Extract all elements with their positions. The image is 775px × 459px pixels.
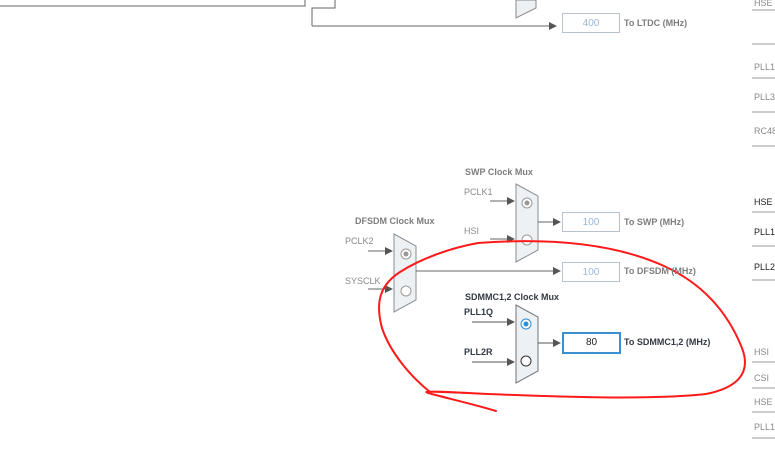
right-source-label: HSE bbox=[754, 197, 773, 207]
sdmmc-wiring bbox=[472, 318, 561, 366]
swp-input-hsi: HSI bbox=[464, 226, 480, 236]
sdmmc-input-pll2r: PLL2R bbox=[464, 347, 493, 357]
right-source-label: PLL1 bbox=[754, 422, 775, 432]
dfsdm-target-label: To DFSDM (MHz) bbox=[624, 266, 696, 276]
right-source-label: HSI bbox=[754, 347, 770, 357]
swp-input-pclk1: PCLK1 bbox=[464, 187, 493, 197]
right-source-label: PLL1 bbox=[754, 227, 775, 237]
top-mux-partial bbox=[515, 0, 537, 19]
right-source-label: HSE bbox=[754, 397, 773, 407]
right-panel-wiring bbox=[752, 9, 775, 439]
dfsdm-value-box[interactable]: 100 bbox=[562, 262, 620, 282]
sdmmc-mux[interactable] bbox=[515, 304, 539, 384]
right-source-label: HSE bbox=[754, 0, 773, 8]
swp-value-box[interactable]: 100 bbox=[562, 212, 620, 232]
ltdc-target-label: To LTDC (MHz) bbox=[624, 18, 688, 28]
dfsdm-input-pclk2: PCLK2 bbox=[345, 236, 374, 246]
sdmmc-input-pll1q: PLL1Q bbox=[464, 307, 494, 317]
dfsdm-mux-title: DFSDM Clock Mux bbox=[355, 216, 435, 226]
swp-wiring bbox=[490, 197, 561, 243]
sdmmc-mux-title: SDMMC1,2 Clock Mux bbox=[465, 292, 560, 302]
top-wiring bbox=[0, 0, 557, 30]
dfsdm-input-sysclk: SYSCLK bbox=[345, 276, 381, 286]
sdmmc-value-box[interactable]: 80 bbox=[562, 332, 621, 354]
swp-mux[interactable] bbox=[515, 183, 539, 263]
red-annotation-circle bbox=[378, 240, 746, 412]
right-source-label: PLL2 bbox=[754, 262, 775, 272]
swp-target-label: To SWP (MHz) bbox=[624, 217, 685, 227]
right-source-label: RC48 bbox=[754, 126, 775, 136]
sdmmc-target-label: To SDMMC1,2 (MHz) bbox=[624, 337, 711, 347]
swp-mux-title: SWP Clock Mux bbox=[465, 167, 533, 177]
right-source-label: CSI bbox=[754, 373, 770, 383]
dfsdm-mux[interactable] bbox=[393, 233, 417, 313]
right-source-label: PLL3 bbox=[754, 92, 775, 102]
right-source-label: PLL1 bbox=[754, 62, 775, 72]
dfsdm-wiring bbox=[368, 247, 561, 293]
ltdc-value-box[interactable]: 400 bbox=[562, 13, 620, 33]
